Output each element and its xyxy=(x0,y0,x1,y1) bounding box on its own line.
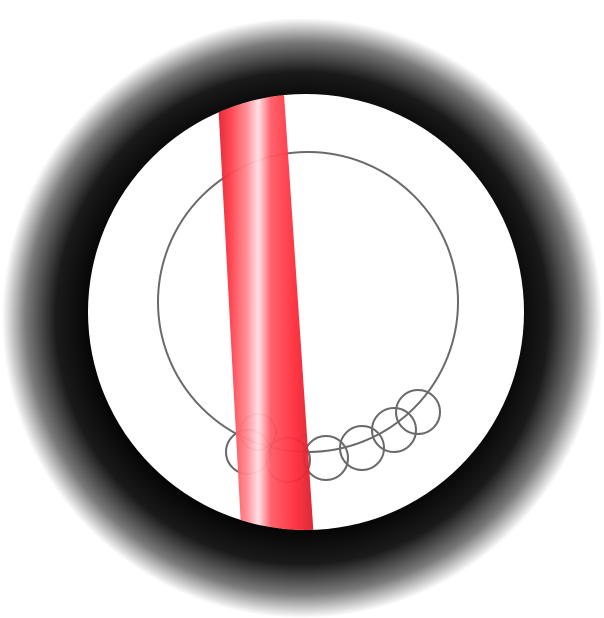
microscope-view xyxy=(0,0,604,618)
scene-canvas xyxy=(0,0,604,618)
